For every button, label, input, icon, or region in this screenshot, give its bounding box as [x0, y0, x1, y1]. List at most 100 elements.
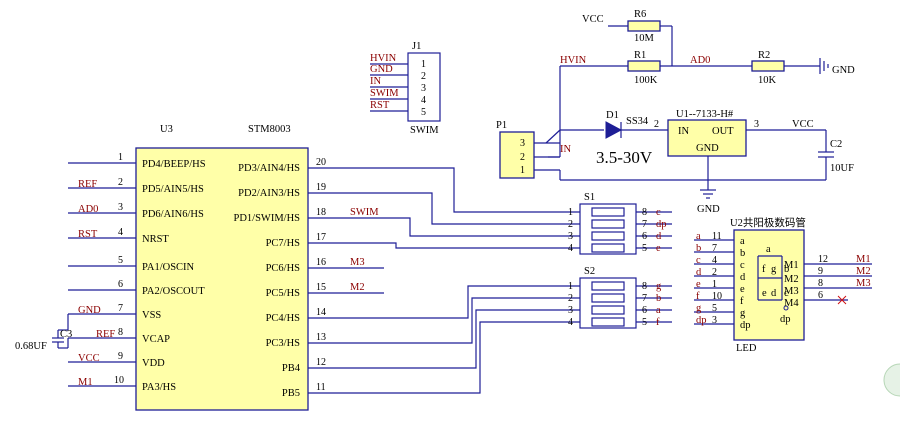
u2-seg-label: dp: [740, 320, 751, 331]
u3-pin-num: 17: [316, 232, 326, 243]
u1-pin-gnd: GND: [696, 143, 719, 154]
u2-digit-label: M3: [784, 286, 799, 297]
j1-net-gnd: GND: [370, 64, 393, 75]
net-label-ref: REF: [78, 179, 97, 190]
s1-dip-switch: S1 1 2 3 4 8 7 6 5 c dp d e: [568, 192, 672, 255]
c2-designator: C2: [830, 139, 842, 150]
digit-glyph-icon: a f g b e d c dp: [757, 244, 791, 325]
c2-capacitor: C2 10UF: [708, 130, 854, 181]
u3-pin-name: PB5: [282, 388, 300, 399]
d1-diode: D1 SS34 2 3.5-30V: [596, 110, 668, 167]
u3-pin-num: 15: [316, 282, 326, 293]
u3-pin-num: 4: [118, 227, 123, 238]
u3-pin-num: 11: [316, 382, 326, 393]
u2-digit-label: M2: [784, 274, 799, 285]
net-label-rst: RST: [78, 229, 98, 240]
net-label-vcc: VCC: [582, 14, 604, 25]
u3-pin-name: PB4: [282, 363, 301, 374]
s2-switch-slot: [591, 281, 625, 291]
p1-pin-num: 1: [520, 165, 525, 176]
u3-pin-num: 16: [316, 257, 326, 268]
c3-value: 0.68UF: [15, 341, 47, 352]
u3-designator: U3: [160, 124, 173, 135]
s1-pin-num: 1: [568, 207, 573, 218]
j1-caption: SWIM: [410, 125, 439, 136]
u2-caption: LED: [736, 343, 757, 354]
net-label-vcc: VCC: [792, 119, 814, 130]
u3-pin-num: 5: [118, 255, 123, 266]
j1-pin-num: 5: [421, 107, 426, 118]
u2-designator: U2共阳极数码管: [730, 216, 806, 229]
p1-body: [499, 131, 535, 179]
u1-body: [667, 119, 747, 157]
u2-pin-num: 9: [818, 266, 823, 277]
c2-value: 10UF: [830, 163, 854, 174]
s1-pin-num: 7: [642, 219, 647, 230]
j1-pin-num: 3: [421, 83, 426, 94]
u2-pin-num: 6: [818, 290, 823, 301]
u3-left-pins: 1 2 3 4 5 6 7 8 9 10 PD4/BEEP/HS PD5/AIN…: [68, 152, 206, 393]
u2-pin-num: 3: [712, 315, 717, 326]
u2-net: f: [696, 291, 700, 302]
u1-pin-num: 3: [754, 119, 759, 130]
u2-inner-seg: dp: [780, 314, 791, 325]
u3-body: [135, 147, 309, 411]
u1-pin-num: 2: [654, 119, 659, 130]
s1-net: c: [656, 207, 661, 218]
r2-resistor: R2 10K GND: [751, 50, 855, 86]
s2-net: g: [656, 281, 662, 292]
u2-inner-seg: e: [762, 288, 767, 299]
r6-value: 10M: [634, 33, 655, 44]
u1-regulator: U1--7133-H# IN OUT GND GND 3 VCC: [667, 109, 826, 215]
d1-part: SS34: [626, 116, 649, 127]
u2-net: d: [696, 267, 702, 278]
j1-net-rst: RST: [370, 100, 390, 111]
r6-body: [627, 20, 661, 32]
u3-pin-name: NRST: [142, 234, 169, 245]
u2-net: b: [696, 243, 701, 254]
u2-inner-seg: a: [766, 244, 771, 255]
s2-pin-num: 4: [568, 317, 573, 328]
u2-digit-label: M4: [784, 298, 799, 309]
u3-pin-num: 14: [316, 307, 326, 318]
d1-designator: D1: [606, 110, 619, 121]
u2-inner-seg: g: [771, 264, 777, 275]
u3-pin-num: 10: [114, 375, 124, 386]
u3-part-name: STM8003: [248, 124, 291, 135]
r2-value: 10K: [758, 75, 777, 86]
u2-seg-label: f: [740, 296, 744, 307]
r2-body: [751, 60, 785, 72]
s1-switch-slot: [591, 207, 625, 217]
r1-designator: R1: [634, 50, 646, 61]
u2-pin-num: 12: [818, 254, 828, 265]
r6-resistor: VCC R6 10M: [582, 9, 673, 66]
r2-designator: R2: [758, 50, 770, 61]
u3-pin-num: 7: [118, 303, 123, 314]
u2-net: c: [696, 255, 701, 266]
u2-seven-segment-display: U2共阳极数码管 a b c d e f g dp 11 7 4 2 1 10 …: [694, 216, 872, 354]
r1-resistor: R1 100K AD0: [627, 50, 752, 86]
net-label-hvin: HVIN: [560, 55, 587, 66]
u2-pin-num: 7: [712, 243, 717, 254]
s2-pin-num: 1: [568, 281, 573, 292]
u3-mcu: U3 STM8003 1 2 3 4 5 6 7 8 9 10 PD4/BEEP…: [68, 124, 384, 411]
s1-net: dp: [656, 219, 667, 230]
u3-pin-name: PC5/HS: [266, 288, 301, 299]
s1-switch-slot: [591, 219, 625, 229]
net-label-m2: M2: [856, 266, 871, 277]
u1-pin-in: IN: [678, 126, 689, 137]
u3-pin-name: PD1/SWIM/HS: [233, 213, 300, 224]
u3-pin-num: 6: [118, 279, 123, 290]
u3-pin-name: PD6/AIN6/HS: [142, 209, 204, 220]
s1-pin-num: 4: [568, 243, 573, 254]
net-label-m2: M2: [350, 282, 365, 293]
s1-switch-slot: [591, 231, 625, 241]
s1-designator: S1: [584, 192, 595, 203]
p1-pin-num: 2: [520, 152, 525, 163]
s2-pin-num: 2: [568, 293, 573, 304]
p1-pin-num: 3: [520, 138, 525, 149]
p1-designator: P1: [496, 120, 507, 131]
j1-net-hvin: HVIN: [370, 53, 397, 64]
u3-pin-name: PC3/HS: [266, 338, 301, 349]
c3-capacitor: C3 0.68UF: [15, 314, 72, 352]
